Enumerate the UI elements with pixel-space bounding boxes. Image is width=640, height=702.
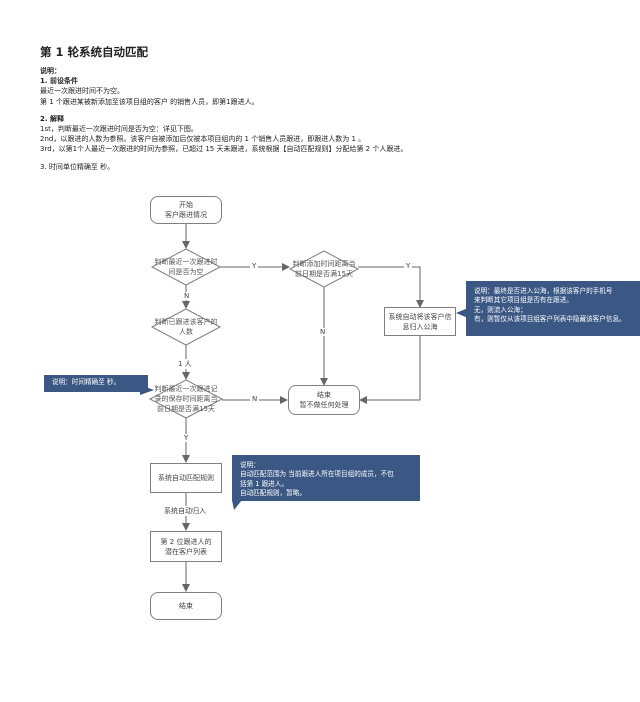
notes-heading: 说明： [40, 67, 61, 75]
callout-public-pool: 说明：最终是否进入公海，根据该客户的手机号 来判断其它项目组是否有在跟进。 无，… [466, 281, 640, 336]
section-1-title: 1. 前设条件 [40, 77, 78, 86]
section-2-line-2: 2nd，以跟进的人数为参照。该客户自被添加后仅被本项目组内的 1 个销售人员跟进… [40, 135, 366, 144]
callout-public-pool-pointer [456, 308, 468, 318]
section-2-title: 2. 解释 [40, 114, 64, 123]
end-node: 结束 [150, 592, 222, 620]
callout-auto-match: 说明： 自动匹配范围为 当前跟进人所在项目组的成员，不包 括第 1 跟进人。 自… [232, 455, 420, 501]
edge-public-endnoop [359, 336, 421, 404]
section-1-line-2: 第 1 个跟进某被新添加至该项目组的客户 的销售人员，即第1跟进人。 [40, 97, 259, 106]
label-y-1: Y [250, 262, 259, 270]
section-1-line-1: 最近一次跟进时间不为空。 [40, 87, 124, 96]
label-n-2: N [318, 328, 328, 336]
edge-d2-public [358, 266, 424, 308]
decision-2-text: 判断添加时间距离当 前日期是否满15天 [292, 260, 356, 278]
decision-4-text: 判断最近一次跟进记 录的保存时间距离当 前日期是否满15天 [154, 385, 218, 413]
section-2-line-3: 3rd，以第1个人最近一次跟进的时间为参照，已超过 15 天未跟进，系统根据【自… [40, 145, 408, 154]
auto-match-node: 系统自动匹配规则 [150, 463, 222, 493]
section-3-line-1: 3. 时间单位精确至 秒。 [40, 162, 115, 171]
public-pool-node: 系统自动将该客户信 息归入公海 [384, 307, 456, 336]
label-auto-assign: 系统自动归入 [162, 506, 208, 516]
label-n-1: N [182, 292, 192, 300]
decision-3-text: 判断已跟进该客户的 人数 [154, 318, 218, 336]
label-n-3: N [250, 395, 260, 403]
section-2-line-1: 1st，判断最近一次跟进时间是否为空：详见下图。 [40, 125, 198, 134]
callout-time-precision-pointer [140, 385, 154, 395]
label-y-3: Y [182, 434, 191, 442]
start-node: 开始 客户跟进情况 [150, 196, 222, 224]
page-title: 第 1 轮系统自动匹配 [40, 45, 149, 59]
notes-section: 说明： 1. 前设条件 最近一次跟进时间不为空。 第 1 个跟进某被新添加至该项… [40, 66, 407, 172]
label-one-person: 1 人 [176, 359, 194, 369]
callout-auto-match-pointer [232, 500, 242, 510]
end-noop-node: 结束 暂不做任何处理 [288, 385, 360, 415]
decision-1-text: 判断最近一次跟进时 间是否为空 [154, 258, 218, 276]
callout-time-precision: 说明：时间精确至 秒。 [44, 375, 148, 392]
label-y-2: Y [404, 262, 413, 270]
second-follower-pool-node: 第 2 位跟进人的 潜在客户列表 [150, 531, 222, 562]
